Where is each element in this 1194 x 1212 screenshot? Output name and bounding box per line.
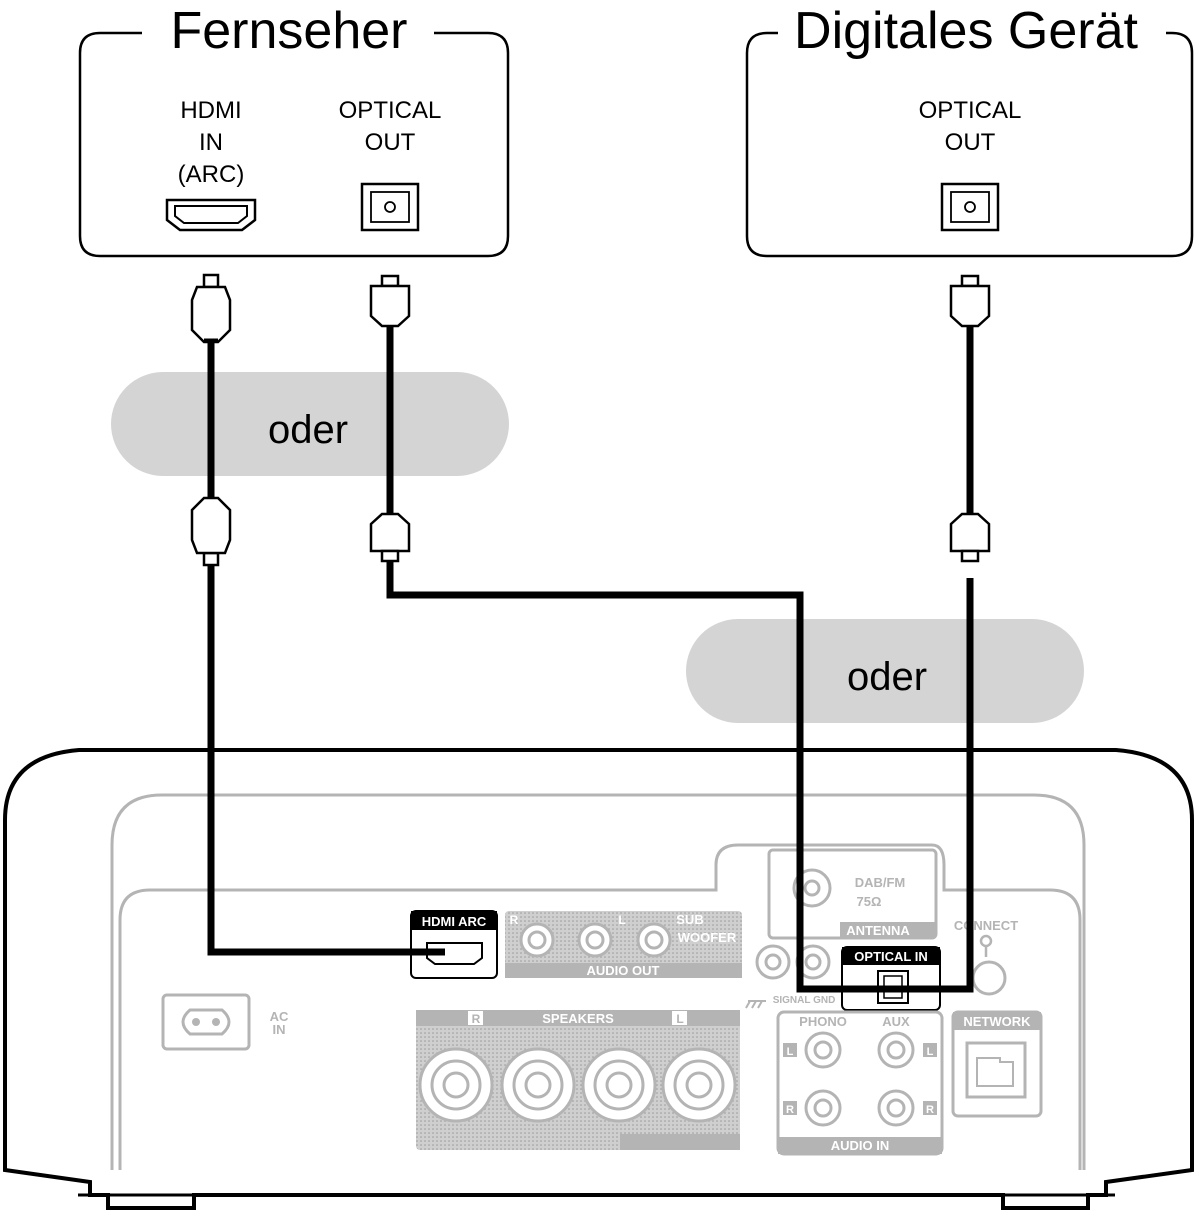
optical-port-icon: [360, 182, 420, 232]
audio-out-r-label: R: [510, 913, 519, 927]
optical-in-port: OPTICAL IN: [841, 946, 941, 1011]
hdmi-port-icon: [165, 198, 257, 232]
speakers-panel: SPEAKERS R L: [416, 1010, 740, 1150]
signal-gnd-terminal-icon: [745, 944, 831, 1009]
cables: [207, 322, 974, 993]
sub-woofer-label: WOOFER: [678, 930, 737, 945]
network-port: NETWORK: [951, 1010, 1043, 1118]
hdmi-plug-icon: [190, 496, 232, 567]
optical-port-icon: [940, 182, 1000, 232]
ohm-label: 75Ω: [857, 894, 882, 909]
tv-title: Fernseher: [171, 2, 408, 60]
audio-in-r-label: R: [786, 1104, 794, 1116]
speaker-terminal-icon: [418, 1047, 494, 1123]
antenna-label: ANTENNA: [846, 923, 910, 938]
ac-in-socket-icon: [161, 993, 251, 1051]
tv-hdmi-label-3: (ARC): [178, 161, 245, 188]
audio-in-r-label: R: [926, 1104, 934, 1116]
optical-plug-icon: [949, 512, 991, 563]
phono-label: PHONO: [799, 1014, 847, 1029]
speaker-terminal-icon: [500, 1047, 576, 1123]
rca-jack-icon: [804, 1031, 842, 1069]
signal-gnd-label: SIGNAL GND: [773, 995, 836, 1006]
optical-plug-icon: [949, 274, 991, 328]
dab-fm-label: DAB/FM: [855, 875, 906, 890]
aux-label: AUX: [882, 1014, 910, 1029]
rca-jack-icon: [877, 1089, 915, 1127]
rca-jack-icon: [519, 922, 555, 958]
audio-out-label: AUDIO OUT: [587, 963, 660, 978]
ac-in-label: AC: [270, 1009, 289, 1024]
or-bubble-1: oder: [111, 372, 509, 476]
audio-in-label: AUDIO IN: [831, 1138, 890, 1153]
tv-optical-label-1: OPTICAL: [339, 97, 442, 124]
audio-in-l-label: L: [927, 1046, 934, 1058]
audio-out-l-label: L: [618, 913, 625, 927]
or-bubble-2: oder: [686, 619, 1084, 723]
ac-in-label: IN: [273, 1022, 286, 1037]
audio-in-l-label: L: [787, 1046, 794, 1058]
digital-optical-cable-bottom: [893, 578, 974, 993]
rca-jack-icon: [877, 1031, 915, 1069]
speaker-terminal-icon: [581, 1047, 657, 1123]
connect-label: CONNECT: [954, 918, 1018, 933]
optical-in-label: OPTICAL IN: [854, 949, 927, 964]
rca-jack-icon: [577, 922, 613, 958]
tv-hdmi-label-1: HDMI: [180, 97, 241, 124]
tv-box: Fernseher HDMI IN (ARC) OPTICAL OUT: [78, 2, 510, 258]
or-label: oder: [268, 408, 348, 452]
rca-jack-icon: [804, 1089, 842, 1127]
speakers-r-label: R: [472, 1012, 481, 1026]
digital-device-box: Digitales Gerät OPTICAL OUT: [745, 2, 1194, 258]
optical-plug-icon: [369, 274, 411, 328]
speakers-label: SPEAKERS: [542, 1011, 614, 1026]
network-label: NETWORK: [963, 1014, 1031, 1029]
rca-jack-icon: [636, 922, 672, 958]
tv-optical-cable-bottom: [386, 560, 893, 993]
hdmi-arc-label: HDMI ARC: [422, 914, 487, 929]
speaker-terminal-icon: [661, 1047, 737, 1123]
audio-in-panel: AUDIO IN PHONO AUX L L R R: [776, 1010, 944, 1156]
hdmi-arc-port: HDMI ARC: [410, 910, 498, 979]
hdmi-cable-bottom: [207, 565, 445, 956]
hdmi-plug-icon: [190, 273, 232, 344]
or-label: oder: [847, 655, 927, 699]
tv-hdmi-label-2: IN: [199, 129, 223, 156]
digital-optical-label-1: OPTICAL: [919, 97, 1022, 124]
speakers-l-label: L: [676, 1012, 683, 1026]
audio-out-panel: AUDIO OUT R L SUB WOOFER: [505, 911, 742, 978]
digital-optical-label-2: OUT: [945, 129, 996, 156]
sub-woofer-label: SUB: [676, 912, 703, 927]
antenna-panel: ANTENNA DAB/FM 75Ω: [767, 848, 938, 940]
receiver-unit: AC IN HDMI ARC AUDIO OUT R L SUB WOOFER …: [3, 748, 1194, 1210]
optical-plug-icon: [369, 512, 411, 563]
tv-optical-label-2: OUT: [365, 129, 416, 156]
digital-device-title: Digitales Gerät: [794, 2, 1138, 60]
